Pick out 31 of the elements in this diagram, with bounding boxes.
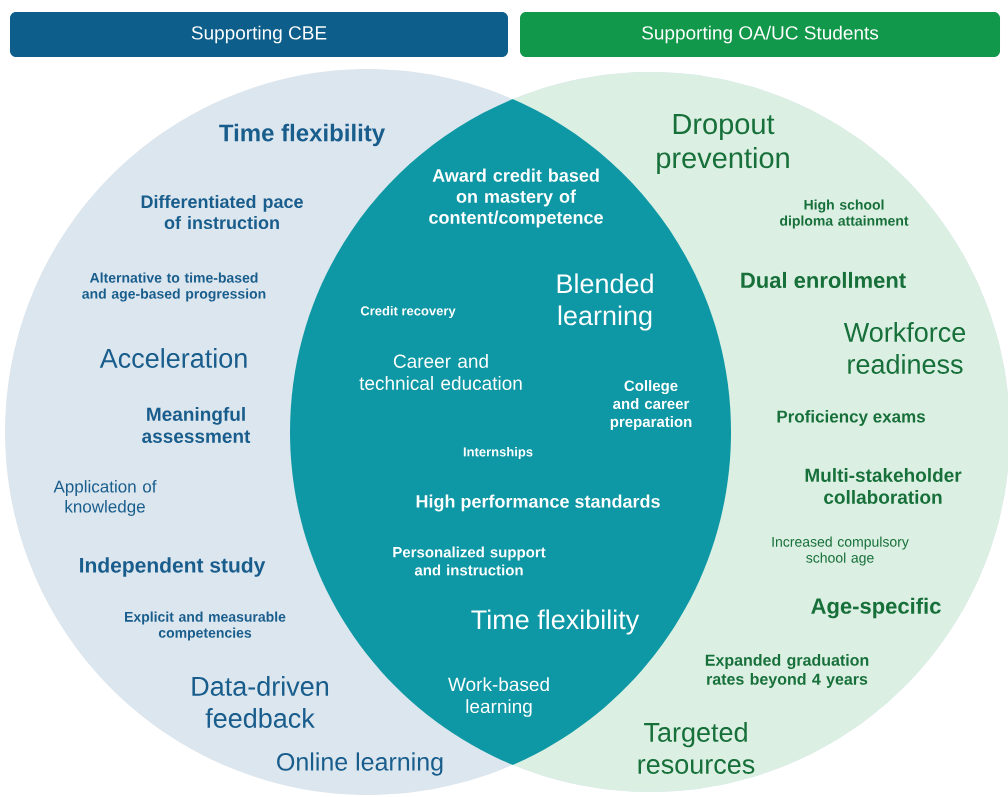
- topic-label: Data-driven feedback: [192, 676, 328, 728]
- topic-label: Internships: [463, 446, 533, 460]
- topic-label: Personalized support and instruction: [393, 546, 546, 576]
- topic-label: Meaningful assessment: [142, 407, 251, 443]
- topic-label: Award credit based on mastery of content/competence: [429, 168, 603, 228]
- topic-label: Time flexibility: [219, 123, 385, 147]
- topic-label: High school diploma attainment: [780, 199, 909, 229]
- topic-label: Alternative to time-based and age-based progression: [82, 272, 266, 302]
- topic-label: Online learning: [277, 752, 443, 776]
- topic-label: Age-specific: [811, 597, 941, 619]
- topic-label: Blended learning: [557, 273, 653, 331]
- topic-label: Multi-stakeholder collaboration: [805, 468, 962, 504]
- topic-label: Work-based learning: [448, 677, 549, 717]
- topic-label: Career and technical education: [359, 354, 522, 390]
- topic-label: Expanded graduation rates beyond 4 years: [705, 654, 869, 688]
- topic-label: Differentiated pace of instruction: [141, 194, 303, 230]
- topic-label: Acceleration: [99, 348, 247, 368]
- topic-label: Dual enrollment: [741, 271, 906, 289]
- topic-label: Increased compulsory school age: [772, 536, 909, 566]
- topic-label: Explicit and measurable competencies: [125, 611, 286, 641]
- header-bar: Supporting OA/UC Students: [520, 12, 1000, 57]
- topic-label: Time flexibility: [471, 609, 640, 635]
- topic-label: Independent study: [80, 557, 266, 577]
- topic-label: Workforce readiness: [843, 322, 966, 374]
- topic-label: College and career preparation: [610, 380, 692, 430]
- topic-label: Credit recovery: [360, 305, 456, 319]
- topic-label: High performance standards: [416, 494, 660, 512]
- topic-label: Targeted resources: [638, 722, 755, 774]
- topic-label: Proficiency exams: [777, 410, 925, 426]
- header-bar: Supporting CBE: [10, 12, 508, 57]
- topic-label: Application of knowledge: [53, 480, 157, 516]
